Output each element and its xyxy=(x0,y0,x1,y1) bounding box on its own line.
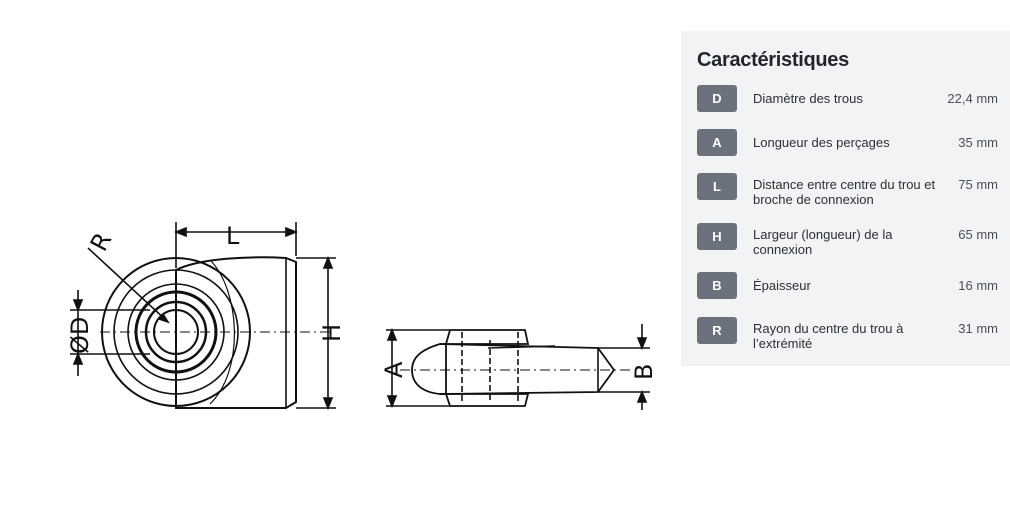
dim-label-r: R xyxy=(85,228,118,256)
characteristics-panel: Caractéristiques D Diamètre des trous 22… xyxy=(681,31,1010,366)
spec-code-badge: D xyxy=(697,85,737,112)
spec-value: 22,4 mm xyxy=(947,91,998,106)
spec-code-badge: R xyxy=(697,317,737,344)
spec-value: 65 mm xyxy=(958,227,998,242)
spec-label: Diamètre des trous xyxy=(753,91,863,106)
spec-label: Distance entre centre du trou et broche … xyxy=(753,177,936,207)
spec-label: Rayon du centre du trou à l’extrémité xyxy=(753,321,904,351)
spec-label: Longueur des perçages xyxy=(753,135,890,150)
spec-value: 75 mm xyxy=(958,177,998,192)
dim-label-l: L xyxy=(226,222,240,250)
dim-label-a: A xyxy=(380,361,408,378)
spec-row-d: D Diamètre des trous 22,4 mm xyxy=(697,85,998,112)
side-view-shank xyxy=(439,343,616,395)
side-view-body xyxy=(411,329,530,407)
spec-code-badge: L xyxy=(697,173,737,200)
technical-drawing: R L ØD H A B xyxy=(66,222,658,411)
dim-label-diameter: ØD xyxy=(66,317,94,354)
spec-value: 16 mm xyxy=(958,278,998,293)
spec-row-h: H Largeur (longueur) de la connexion 65 … xyxy=(697,223,998,257)
spec-code-badge: B xyxy=(697,272,737,299)
spec-value: 31 mm xyxy=(958,321,998,336)
spec-label: Largeur (longueur) de la connexion xyxy=(753,227,893,257)
technical-drawing-svg: R L ØD H A B xyxy=(66,222,658,411)
spec-row-r: R Rayon du centre du trou à l’extrémité … xyxy=(697,317,998,351)
spec-value: 35 mm xyxy=(958,135,998,150)
spec-code-badge: H xyxy=(697,223,737,250)
panel-title: Caractéristiques xyxy=(697,49,849,71)
front-view-outline xyxy=(175,256,297,409)
spec-row-a: A Longueur des perçages 35 mm xyxy=(697,129,998,156)
dim-label-h: H xyxy=(318,324,346,342)
spec-label: Épaisseur xyxy=(753,278,811,293)
spec-row-b: B Épaisseur 16 mm xyxy=(697,272,998,299)
spec-row-l: L Distance entre centre du trou et broch… xyxy=(697,173,998,207)
spec-code-badge: A xyxy=(697,129,737,156)
dim-label-b: B xyxy=(630,364,658,380)
